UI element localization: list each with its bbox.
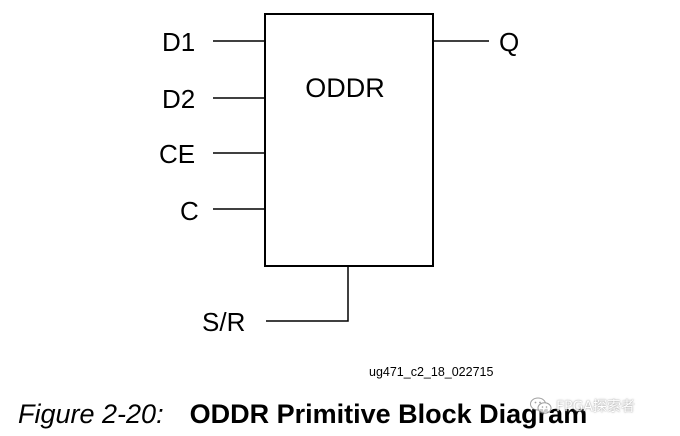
watermark-text: FPGA探索者 bbox=[556, 399, 635, 415]
pin-label-d1: D1 bbox=[162, 27, 195, 57]
pin-label-d2: D2 bbox=[162, 84, 195, 114]
figure-caption: Figure 2-20: ODDR Primitive Block Diagram bbox=[18, 398, 587, 430]
oddr-block bbox=[264, 13, 434, 267]
sr-wire bbox=[266, 266, 349, 322]
oddr-block-diagram: ODDR D1 D2 CE C Q S/R ug471_c2_18_022715 bbox=[159, 13, 519, 379]
pin-label-ce: CE bbox=[159, 139, 195, 169]
wechat-icon bbox=[530, 397, 552, 414]
pin-label-q: Q bbox=[499, 27, 519, 57]
figure-title: ODDR Primitive Block Diagram bbox=[189, 399, 588, 429]
doc-id: ug471_c2_18_022715 bbox=[369, 365, 493, 379]
figure-number: Figure 2-20: bbox=[18, 399, 164, 429]
watermark: FPGA探索者 bbox=[530, 396, 635, 416]
pin-label-c: C bbox=[180, 196, 199, 226]
pin-label-sr: S/R bbox=[202, 307, 245, 337]
block-label: ODDR bbox=[305, 73, 385, 103]
